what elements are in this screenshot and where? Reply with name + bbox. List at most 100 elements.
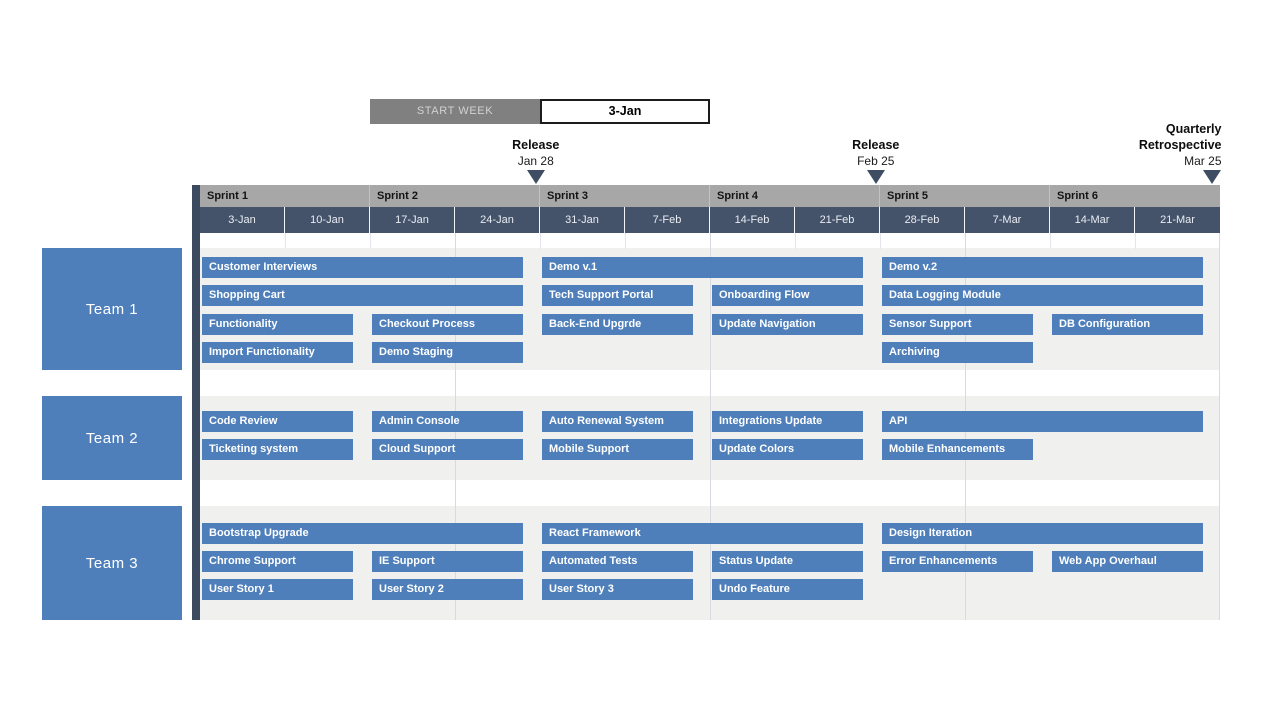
task-label: Sensor Support xyxy=(889,318,972,330)
task-bar[interactable]: Chrome Support xyxy=(202,551,353,572)
task-bar[interactable]: Cloud Support xyxy=(372,439,523,460)
task-label: Mobile Enhancements xyxy=(889,443,1006,455)
milestone-date: Mar 25 xyxy=(1184,154,1222,168)
task-bar[interactable]: Auto Renewal System xyxy=(542,411,693,432)
sprint-header-cell: Sprint 5 xyxy=(880,185,1050,207)
task-label: Data Logging Module xyxy=(889,289,1001,301)
task-bar[interactable]: Design Iteration xyxy=(882,523,1203,544)
task-label: Web App Overhaul xyxy=(1059,555,1157,567)
task-bar[interactable]: Onboarding Flow xyxy=(712,285,863,306)
task-label: Undo Feature xyxy=(719,583,790,595)
task-bar[interactable]: Functionality xyxy=(202,314,353,335)
task-label: Back-End Upgrde xyxy=(549,318,642,330)
task-label: Functionality xyxy=(209,318,278,330)
task-bar[interactable]: Checkout Process xyxy=(372,314,523,335)
sprint-header-cell: Sprint 1 xyxy=(200,185,370,207)
task-bar[interactable]: Ticketing system xyxy=(202,439,353,460)
task-bar[interactable]: Back-End Upgrde xyxy=(542,314,693,335)
sprint-header-cell: Sprint 4 xyxy=(710,185,880,207)
start-week-input[interactable]: 3-Jan xyxy=(540,99,710,124)
task-label: Admin Console xyxy=(379,415,460,427)
week-header-cell: 21-Mar xyxy=(1160,214,1195,226)
milestone-marker-icon xyxy=(526,170,545,184)
gridline xyxy=(1050,233,1051,249)
task-label: Demo v.2 xyxy=(889,261,938,273)
timeline-left-edge-bar xyxy=(192,185,200,620)
week-header-cell: 17-Jan xyxy=(370,207,455,233)
task-label: Shopping Cart xyxy=(209,289,285,301)
gridline xyxy=(710,233,711,620)
task-bar[interactable]: User Story 2 xyxy=(372,579,523,600)
task-bar[interactable]: Code Review xyxy=(202,411,353,432)
task-label: Update Navigation xyxy=(719,318,816,330)
task-bar[interactable]: DB Configuration xyxy=(1052,314,1203,335)
task-bar[interactable]: API xyxy=(882,411,1203,432)
milestone-title: Release xyxy=(512,138,560,152)
task-bar[interactable]: Admin Console xyxy=(372,411,523,432)
task-bar[interactable]: Undo Feature xyxy=(712,579,863,600)
task-label: IE Support xyxy=(379,555,435,567)
milestone-title: Quarterly xyxy=(1165,122,1222,136)
task-bar[interactable]: Demo v.1 xyxy=(542,257,863,278)
task-label: Automated Tests xyxy=(549,555,638,567)
team-label: Team 3 xyxy=(42,506,182,620)
task-label: Ticketing system xyxy=(209,443,299,455)
task-label: User Story 1 xyxy=(209,583,274,595)
task-bar[interactable]: Sensor Support xyxy=(882,314,1033,335)
task-label: Import Functionality xyxy=(209,346,315,358)
week-header-cell: 10-Jan xyxy=(285,207,370,233)
task-bar[interactable]: Archiving xyxy=(882,342,1033,363)
task-label: Bootstrap Upgrade xyxy=(209,527,309,539)
task-bar[interactable]: IE Support xyxy=(372,551,523,572)
milestone-title: Release xyxy=(852,138,900,152)
gridline xyxy=(1219,233,1220,620)
task-bar[interactable]: Web App Overhaul xyxy=(1052,551,1203,572)
team-label: Team 1 xyxy=(42,248,182,370)
task-bar[interactable]: Update Colors xyxy=(712,439,863,460)
task-label: Demo Staging xyxy=(379,346,453,358)
task-bar[interactable]: Integrations Update xyxy=(712,411,863,432)
milestone-marker-icon xyxy=(1202,170,1221,184)
task-label: Status Update xyxy=(719,555,793,567)
team-label: Team 2 xyxy=(42,396,182,480)
task-bar[interactable]: Customer Interviews xyxy=(202,257,523,278)
week-header-cell: 7-Mar xyxy=(965,207,1050,233)
task-bar[interactable]: Bootstrap Upgrade xyxy=(202,523,523,544)
task-bar[interactable]: Demo Staging xyxy=(372,342,523,363)
task-label: Checkout Process xyxy=(379,318,475,330)
task-bar[interactable]: Mobile Support xyxy=(542,439,693,460)
task-bar[interactable]: Tech Support Portal xyxy=(542,285,693,306)
task-label: Chrome Support xyxy=(209,555,296,567)
task-bar[interactable]: User Story 3 xyxy=(542,579,693,600)
task-bar[interactable]: Status Update xyxy=(712,551,863,572)
task-label: Onboarding Flow xyxy=(719,289,810,301)
task-bar[interactable]: React Framework xyxy=(542,523,863,544)
task-bar[interactable]: Mobile Enhancements xyxy=(882,439,1033,460)
task-bar[interactable]: User Story 1 xyxy=(202,579,353,600)
task-bar[interactable]: Automated Tests xyxy=(542,551,693,572)
sprint-header-cell: Sprint 6 xyxy=(1057,190,1098,202)
task-label: User Story 3 xyxy=(549,583,614,595)
task-label: Design Iteration xyxy=(889,527,973,539)
task-label: Demo v.1 xyxy=(549,261,598,273)
task-bar[interactable]: Update Navigation xyxy=(712,314,863,335)
task-label: API xyxy=(889,415,908,427)
task-label: Customer Interviews xyxy=(209,261,318,273)
week-header-cell: 24-Jan xyxy=(455,207,540,233)
task-label: Update Colors xyxy=(719,443,795,455)
task-label: Error Enhancements xyxy=(889,555,998,567)
task-label: Cloud Support xyxy=(379,443,456,455)
week-header-cell: 31-Jan xyxy=(540,207,625,233)
task-bar[interactable]: Import Functionality xyxy=(202,342,353,363)
task-bar[interactable]: Data Logging Module xyxy=(882,285,1203,306)
task-bar[interactable]: Demo v.2 xyxy=(882,257,1203,278)
task-label: Code Review xyxy=(209,415,278,427)
task-bar[interactable]: Shopping Cart xyxy=(202,285,523,306)
task-label: React Framework xyxy=(549,527,641,539)
week-header-cell: 7-Feb xyxy=(625,207,710,233)
task-bar[interactable]: Error Enhancements xyxy=(882,551,1033,572)
